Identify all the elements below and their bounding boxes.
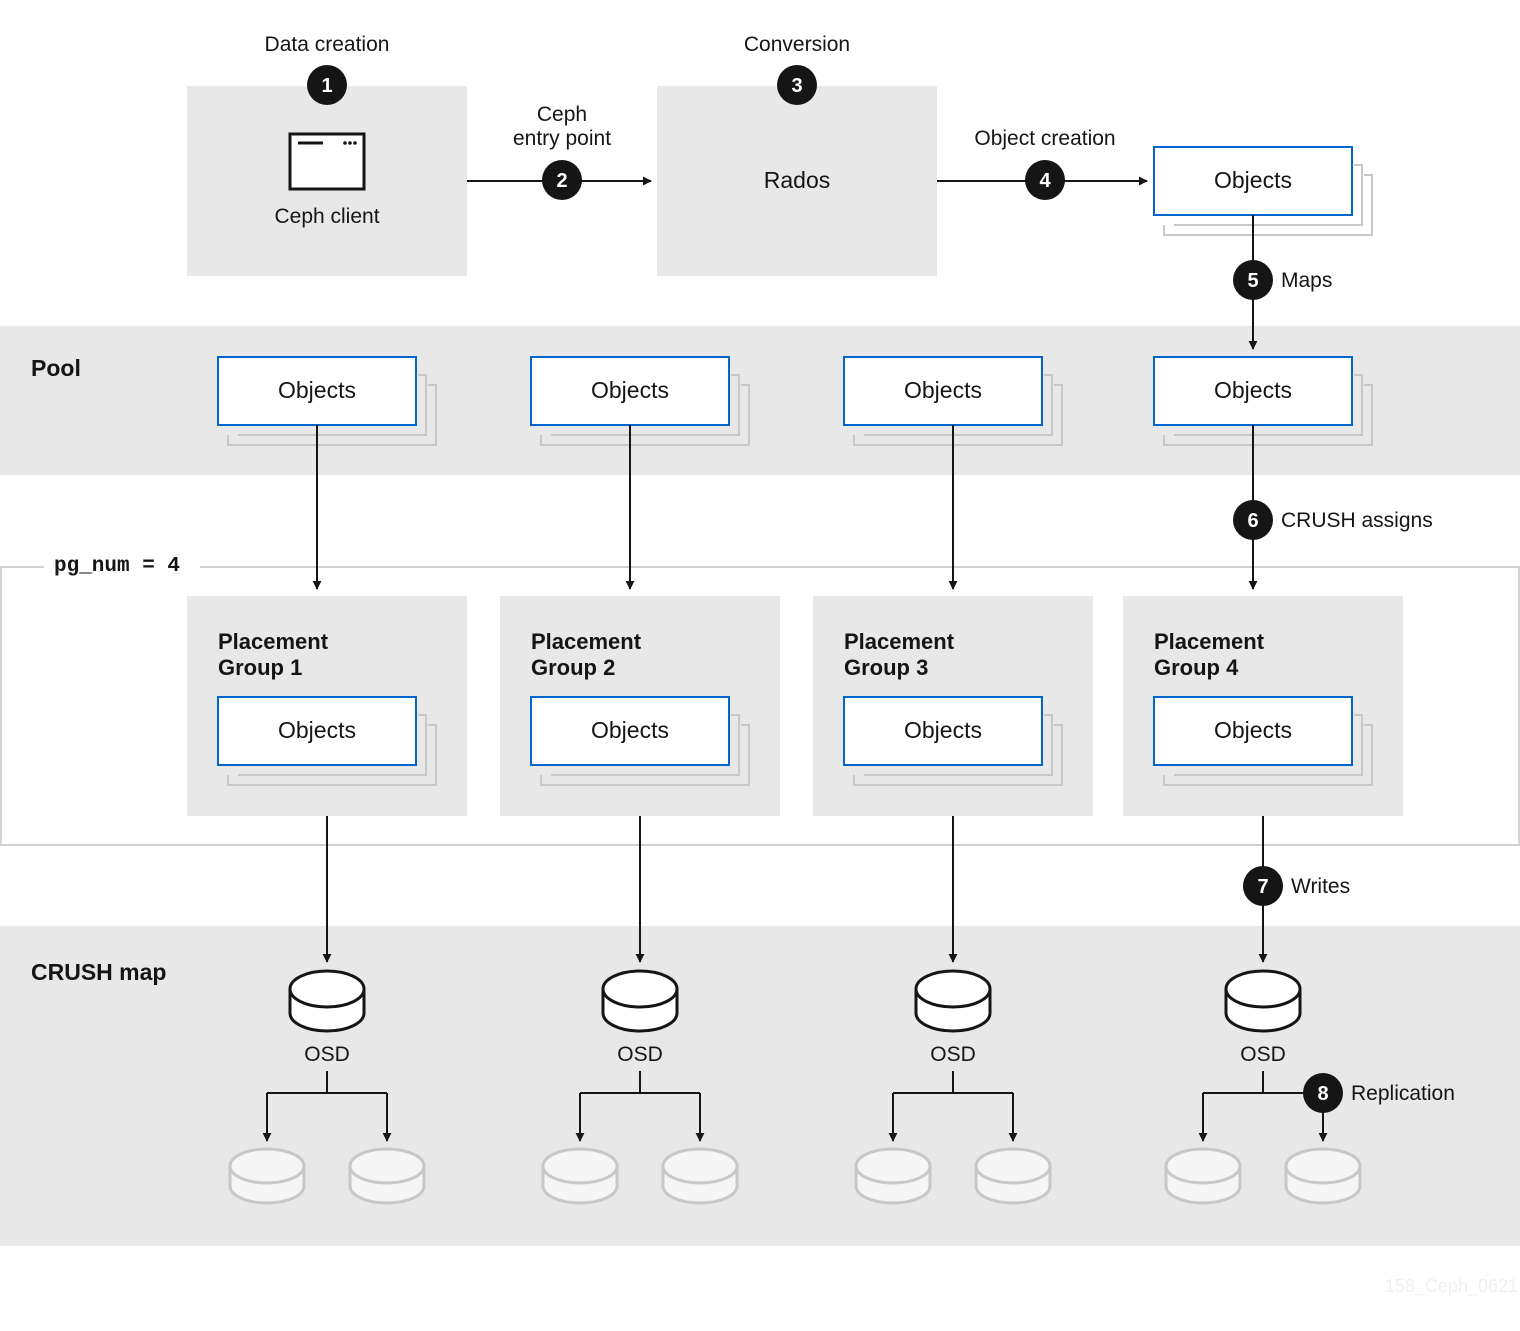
- step-1-badge: 1: [307, 65, 347, 105]
- svg-text:Objects: Objects: [1214, 717, 1292, 743]
- pool-objects-1: Objects: [217, 356, 437, 446]
- crush-map-band: [0, 926, 1520, 1246]
- svg-text:Group 1: Group 1: [218, 655, 302, 680]
- placement-group-1: Placement Group 1 Objects: [187, 596, 467, 816]
- osd-2: OSD: [541, 969, 739, 1205]
- svg-text:Placement: Placement: [531, 629, 642, 654]
- step-8-label: Replication: [1351, 1082, 1455, 1105]
- step-3-label: Conversion: [744, 33, 850, 56]
- svg-text:2: 2: [556, 170, 567, 192]
- step-7-badge: 7: [1243, 866, 1283, 906]
- pg-num-outline: [0, 566, 1520, 846]
- svg-text:Group 4: Group 4: [1154, 655, 1239, 680]
- step-6-badge: 6: [1233, 500, 1273, 540]
- svg-text:Objects: Objects: [904, 377, 982, 403]
- svg-text:4: 4: [1039, 170, 1051, 192]
- svg-text:1: 1: [321, 75, 332, 97]
- svg-text:Objects: Objects: [278, 377, 356, 403]
- svg-text:8: 8: [1317, 1083, 1328, 1105]
- step-5-badge: 5: [1233, 260, 1273, 300]
- svg-text:5: 5: [1247, 270, 1258, 292]
- step-5-label: Maps: [1281, 269, 1332, 292]
- svg-text:Objects: Objects: [278, 717, 356, 743]
- osd-disk-icon: [288, 969, 366, 1033]
- step-7-label: Writes: [1291, 875, 1350, 898]
- step-2-badge: 2: [542, 160, 582, 200]
- pool-label: Pool: [31, 355, 81, 381]
- svg-text:3: 3: [791, 75, 802, 97]
- step-4-badge: 4: [1025, 160, 1065, 200]
- crush-map-label: CRUSH map: [31, 959, 166, 985]
- osd-3: OSD: [854, 969, 1052, 1205]
- watermark: 158_Ceph_0621: [1385, 1276, 1518, 1297]
- pg-num-label: pg_num = 4: [54, 555, 180, 578]
- step-8-badge: 8: [1303, 1073, 1343, 1113]
- placement-group-4: Placement Group 4 Objects: [1123, 596, 1403, 816]
- svg-text:Placement: Placement: [1154, 629, 1265, 654]
- svg-text:OSD: OSD: [304, 1043, 350, 1066]
- rados-label: Rados: [764, 167, 830, 193]
- pool-objects-4: Objects: [1153, 356, 1373, 446]
- svg-text:Objects: Objects: [1214, 167, 1292, 193]
- svg-text:OSD: OSD: [1240, 1043, 1286, 1066]
- placement-group-2: Placement Group 2 Objects: [500, 596, 780, 816]
- svg-text:Objects: Objects: [1214, 377, 1292, 403]
- placement-group-3: Placement Group 3 Objects: [813, 596, 1093, 816]
- svg-text:7: 7: [1257, 876, 1268, 898]
- rados-panel: [657, 86, 937, 276]
- pool-objects-2: Objects: [530, 356, 750, 446]
- step-2-label-line2: entry point: [513, 127, 611, 150]
- step-6-label: CRUSH assigns: [1281, 509, 1433, 532]
- step-1-label: Data creation: [265, 33, 390, 56]
- svg-text:Group 3: Group 3: [844, 655, 928, 680]
- client-label: Ceph client: [274, 205, 379, 228]
- svg-text:Placement: Placement: [844, 629, 955, 654]
- svg-text:6: 6: [1247, 510, 1258, 532]
- objects-top: Objects: [1153, 146, 1373, 236]
- svg-text:Objects: Objects: [591, 377, 669, 403]
- step-3-badge: 3: [777, 65, 817, 105]
- svg-text:Objects: Objects: [904, 717, 982, 743]
- window-icon: [288, 132, 366, 191]
- svg-text:OSD: OSD: [617, 1043, 663, 1066]
- svg-text:Group 2: Group 2: [531, 655, 615, 680]
- svg-text:Placement: Placement: [218, 629, 329, 654]
- svg-text:Objects: Objects: [591, 717, 669, 743]
- step-4-label: Object creation: [974, 127, 1115, 150]
- step-2-label-line1: Ceph: [537, 103, 587, 126]
- svg-text:OSD: OSD: [930, 1043, 976, 1066]
- pool-objects-3: Objects: [843, 356, 1063, 446]
- osd-1: OSD: [228, 969, 426, 1205]
